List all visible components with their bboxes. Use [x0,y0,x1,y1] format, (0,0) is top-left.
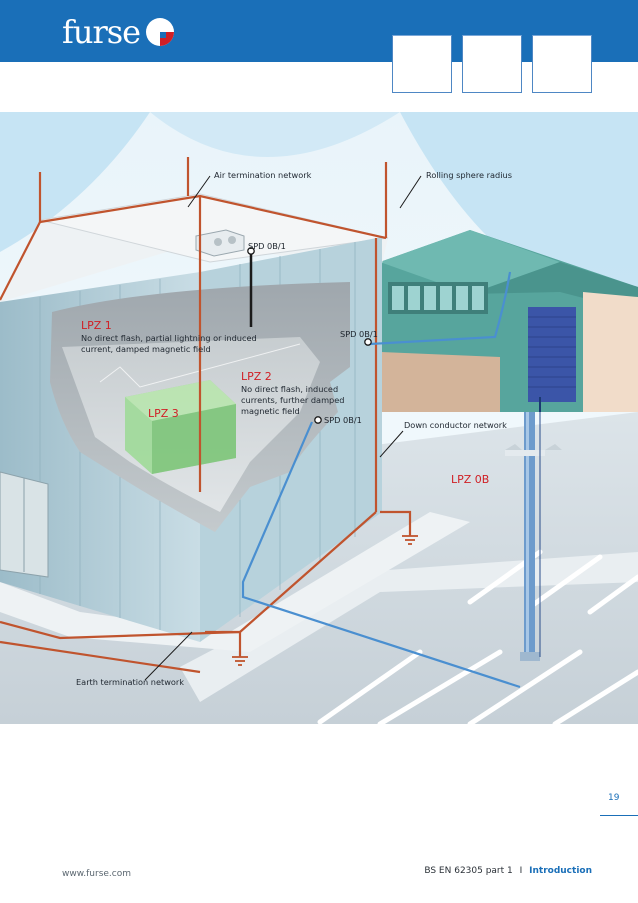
doc-ref: BS EN 62305 part 1 [424,866,513,876]
page-number-rule [600,815,638,816]
spd-label-warehouse: SPD 0B/1 [340,329,378,339]
lpz1-title: LPZ 1 [81,319,112,332]
air-termination-label: Air termination network [214,170,312,180]
section-tabs [392,35,592,93]
footer-separator: I [519,866,523,876]
page-header: furse [0,0,638,62]
footer-doc-reference: BS EN 62305 part 1 I Introduction [424,866,592,876]
lpz2-desc-line1: No direct flash, induced [241,384,339,394]
lpz2-desc-line2: currents, further damped [241,395,345,405]
section-name: Introduction [529,866,592,876]
furse-logo[interactable]: furse [62,12,175,52]
cctv-pole [505,397,562,661]
logo-wordmark: furse [62,13,141,51]
rolling-sphere-label: Rolling sphere radius [426,170,512,180]
spd-label-roof: SPD 0B/1 [248,241,286,251]
section-tab-2[interactable] [462,35,522,93]
lpz1-desc-line1: No direct flash, partial lightning or in… [81,333,257,343]
section-tab-3[interactable] [532,35,592,93]
down-conductor-label: Down conductor network [404,420,507,430]
lpz2-desc-line3: magnetic field [241,406,300,416]
lpz1-desc-line2: current, damped magnetic field [81,344,211,354]
lightning-protection-zone-illustration [0,112,638,724]
lpz3-title: LPZ 3 [148,407,179,420]
roof-unit [195,229,245,257]
spd-label-pole: SPD 0B/1 [324,415,362,425]
page-number: 19 [608,793,620,803]
lpz2-title: LPZ 2 [241,370,272,383]
section-tab-1[interactable] [392,35,452,93]
lpz0b-title: LPZ 0B [451,473,490,486]
website-link[interactable]: www.furse.com [62,869,131,879]
earth-termination-label: Earth termination network [76,677,185,687]
furse-mark-icon [146,18,175,46]
